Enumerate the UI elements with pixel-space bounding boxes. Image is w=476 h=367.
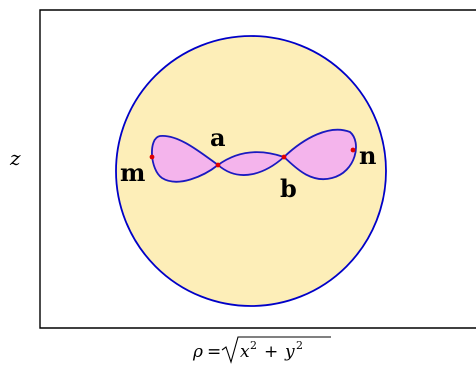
marker-a [215,162,221,168]
marker-n [350,147,356,153]
rho-axis-label: ρ = x 2 + y 2 [192,336,331,364]
label-b: b [280,174,297,203]
label-n: n [359,141,376,170]
x-var: x [240,342,250,362]
equals-sign: = [207,342,221,362]
y-var: y [284,342,295,362]
x-exponent: 2 [250,339,257,352]
marker-b [281,154,287,160]
plot-frame [39,9,476,329]
label-m: m [120,158,145,187]
label-a: a [210,123,226,152]
rho-symbol: ρ [192,342,203,362]
z-axis-label: z [9,146,21,170]
plus-sign: + [264,342,278,362]
sqrt-sign [221,336,331,364]
y-exponent: 2 [296,339,303,352]
marker-m [149,154,155,160]
